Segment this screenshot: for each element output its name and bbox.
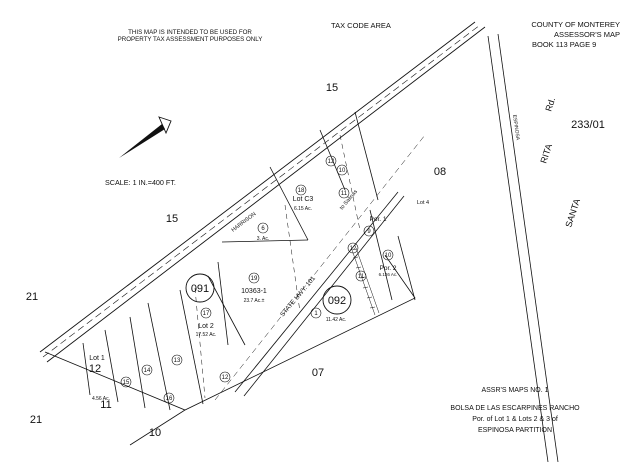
svg-text:14: 14 bbox=[144, 368, 151, 374]
road-label-rita: RITA bbox=[538, 143, 554, 165]
parcel-circle-11b: 11 bbox=[355, 270, 367, 282]
parcel-circle-17: 17 bbox=[200, 307, 212, 319]
svg-text:15: 15 bbox=[123, 380, 130, 386]
tract-acres: 23.7 Ac.± bbox=[244, 298, 265, 304]
svg-text:091: 091 bbox=[191, 283, 209, 295]
parcel-circle-12c: 12 bbox=[219, 371, 231, 383]
parcel-circle-12a: 12 bbox=[325, 155, 337, 167]
disclaimer-line2: PROPERTY TAX ASSESSMENT PURPOSES ONLY bbox=[118, 36, 263, 43]
parcel-1-acres: 11.42 Ac. bbox=[326, 317, 346, 323]
parcel-circle-18: 18 bbox=[295, 184, 307, 196]
footer-line4: ESPINOSA PARTITION bbox=[478, 427, 552, 434]
north-arrow-icon bbox=[119, 116, 172, 158]
footer-line3: Por. of Lot 1 & Lots 2 & 3 of bbox=[472, 416, 558, 423]
lot-1-acres: 4.56 Ac. bbox=[92, 396, 110, 402]
disclaimer-line1: THIS MAP IS INTENDED TO BE USED FOR bbox=[128, 29, 252, 36]
railroad-tracks bbox=[351, 247, 380, 316]
small-parcel-numbers: 18 6 19 17 1 15 14 13 16 12 10 11 12 9 1… bbox=[120, 155, 394, 404]
parcel-circle-1: 1 bbox=[310, 307, 322, 319]
svg-text:11: 11 bbox=[341, 191, 348, 197]
portion-2-acres: 6.126 Ac. bbox=[379, 272, 398, 277]
footer-line2: BOLSA DE LAS ESCARPINES RANCHO bbox=[450, 405, 580, 412]
parcel-circle-6: 6 bbox=[257, 222, 269, 234]
svg-text:18: 18 bbox=[298, 188, 305, 194]
parcel-circle-10a: 10 bbox=[336, 164, 348, 176]
svg-text:12: 12 bbox=[222, 375, 229, 381]
parcel-circle-11a: 11 bbox=[338, 187, 350, 199]
area-code-15-top: 15 bbox=[326, 82, 338, 94]
svg-text:12: 12 bbox=[350, 246, 357, 252]
road-label-espinosa: ESPINOSA bbox=[511, 114, 521, 141]
area-code-07: 07 bbox=[312, 367, 324, 379]
svg-text:19: 19 bbox=[251, 276, 258, 282]
area-code-21-bottom: 21 bbox=[30, 414, 42, 426]
parcel-circle-19: 19 bbox=[248, 272, 260, 284]
lot-1: Lot 1 bbox=[89, 355, 105, 362]
parcel-circle-9: 9 bbox=[363, 225, 375, 237]
tax-code-area: TAX CODE AREA bbox=[331, 21, 391, 30]
parcel-092: 092 bbox=[322, 285, 352, 315]
svg-text:17: 17 bbox=[203, 311, 210, 317]
harrison-road bbox=[39, 21, 486, 363]
parcel-circle-15: 15 bbox=[120, 376, 132, 388]
tract-number: 10363-1 bbox=[241, 288, 267, 295]
portion-2: Por. 2 bbox=[380, 265, 397, 272]
portion-1: Por. 1 bbox=[370, 216, 387, 223]
parcel-circle-10b: 10 bbox=[382, 249, 394, 261]
svg-text:13: 13 bbox=[174, 358, 181, 364]
area-code-10: 10 bbox=[149, 427, 161, 439]
area-code-12: 12 bbox=[89, 363, 101, 375]
lot-4: Lot 4 bbox=[417, 200, 429, 206]
parcel-circle-13: 13 bbox=[171, 354, 183, 366]
svg-text:10: 10 bbox=[339, 168, 346, 174]
road-label-harrison: HARRISON bbox=[231, 211, 258, 233]
svg-text:092: 092 bbox=[328, 295, 346, 307]
parcel-6-acres: 3. Ac. bbox=[257, 236, 270, 242]
espinosa-road bbox=[487, 33, 559, 463]
road-label-rd: Rd. bbox=[543, 96, 557, 112]
footer-line1: ASSR'S MAPS NO. 1 bbox=[481, 387, 548, 394]
lot-c3-acres: 6.15 Ac. bbox=[294, 206, 312, 212]
svg-text:6: 6 bbox=[261, 226, 265, 232]
parcel-circle-16: 16 bbox=[163, 392, 175, 404]
svg-text:16: 16 bbox=[166, 396, 173, 402]
area-code-11: 11 bbox=[100, 399, 111, 411]
book-page: BOOK 113 PAGE 9 bbox=[532, 40, 596, 49]
dashed-boundaries bbox=[194, 134, 361, 399]
svg-text:9: 9 bbox=[367, 229, 371, 235]
parcel-lines bbox=[44, 111, 416, 446]
road-label-santa: SANTA bbox=[563, 198, 582, 229]
area-code-15-left: 15 bbox=[166, 213, 178, 225]
county-title: COUNTY OF MONTEREY bbox=[531, 20, 620, 29]
area-code-21-left: 21 bbox=[26, 291, 38, 303]
parcel-091: 091 bbox=[185, 273, 215, 303]
assessor-map-title: ASSESSOR'S MAP bbox=[554, 30, 620, 39]
scale-label: SCALE: 1 IN.=400 FT. bbox=[105, 178, 176, 187]
parcel-circle-12b: 12 bbox=[347, 242, 359, 254]
svg-text:1: 1 bbox=[314, 311, 318, 317]
area-code-08: 08 bbox=[434, 166, 446, 178]
lot-2-acres: 17.52 Ac. bbox=[196, 332, 217, 338]
area-code-233-01: 233/01 bbox=[571, 119, 605, 131]
svg-text:11: 11 bbox=[358, 274, 365, 280]
svg-text:12: 12 bbox=[328, 159, 335, 165]
lot-2: Lot 2 bbox=[198, 323, 214, 330]
svg-text:10: 10 bbox=[385, 253, 392, 259]
parcel-circle-14: 14 bbox=[141, 364, 153, 376]
lot-c3: Lot C3 bbox=[293, 196, 314, 203]
